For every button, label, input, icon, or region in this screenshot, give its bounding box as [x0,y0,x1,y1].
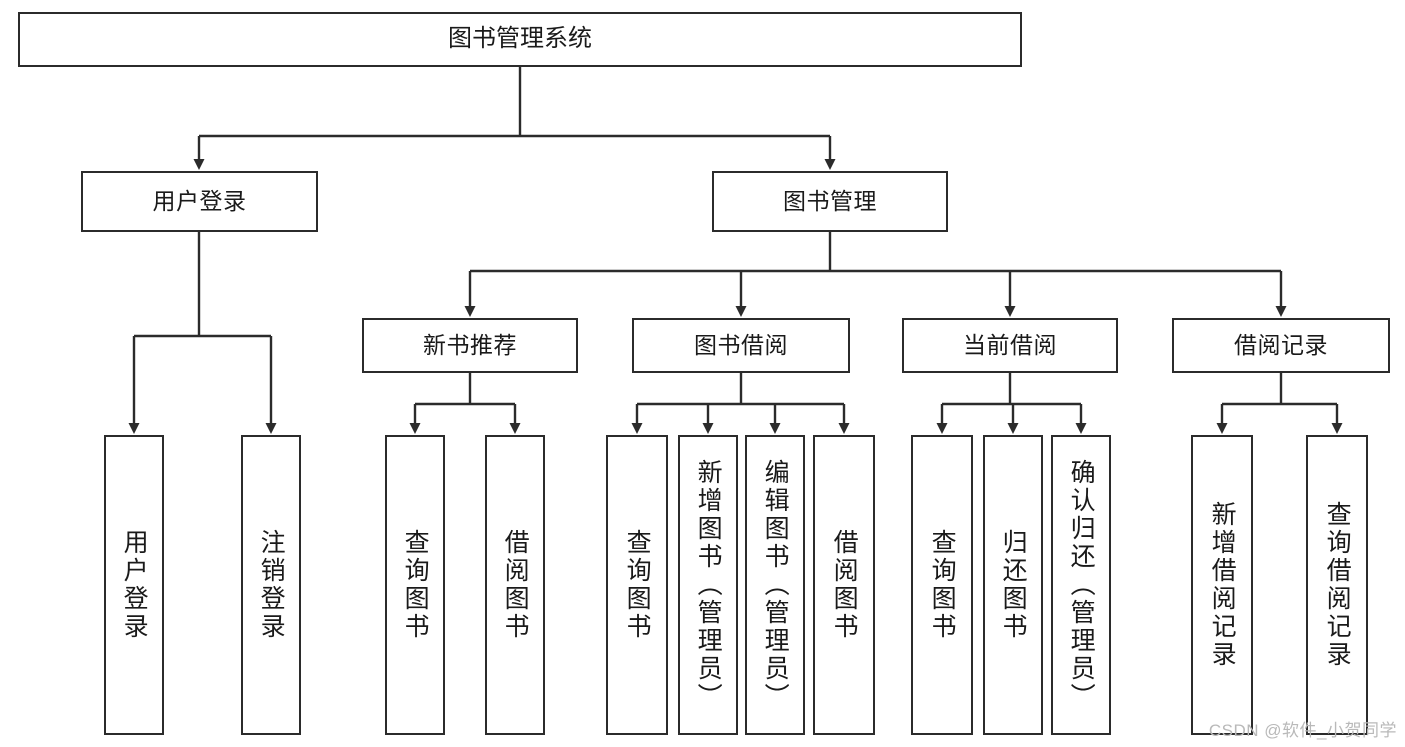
watermark: CSDN @软件_小贺同学 [1208,721,1397,740]
node-leaf-user-logout[interactable]: 注销登录 [241,435,301,735]
node-root-label: 图书管理系统 [448,25,592,53]
node-leaf-edit-book[interactable]: 编辑图书（管理员） [745,435,805,735]
node-leaf-query-record-label: 查询借阅记录 [1323,501,1352,669]
node-leaf-add-record[interactable]: 新增借阅记录 [1191,435,1253,735]
node-borrow-record-label: 借阅记录 [1234,331,1328,358]
node-leaf-add-book[interactable]: 新增图书（管理员） [678,435,738,735]
node-leaf-add-record-label: 新增借阅记录 [1208,501,1237,669]
node-leaf-user-login-label: 用户登录 [120,529,149,641]
node-leaf-query-record[interactable]: 查询借阅记录 [1306,435,1368,735]
node-leaf-borrow-book-1[interactable]: 借阅图书 [485,435,545,735]
node-new-book-recommend-label: 新书推荐 [423,331,517,358]
node-leaf-query-book-1-label: 查询图书 [401,529,430,641]
node-leaf-edit-book-label: 编辑图书（管理员） [761,459,790,711]
node-root[interactable]: 图书管理系统 [18,12,1022,67]
node-leaf-query-book-2[interactable]: 查询图书 [606,435,668,735]
node-user-login[interactable]: 用户登录 [81,171,318,232]
node-leaf-query-book-1[interactable]: 查询图书 [385,435,445,735]
node-current-borrow[interactable]: 当前借阅 [902,318,1118,373]
node-new-book-recommend[interactable]: 新书推荐 [362,318,578,373]
node-leaf-add-book-label: 新增图书（管理员） [694,459,723,711]
node-leaf-user-logout-label: 注销登录 [257,529,286,641]
node-current-borrow-label: 当前借阅 [963,331,1057,358]
node-leaf-borrow-book-2-label: 借阅图书 [830,529,859,641]
node-user-login-label: 用户登录 [152,187,247,214]
node-leaf-confirm-return-label: 确认归还（管理员） [1067,459,1096,711]
node-leaf-query-book-3-label: 查询图书 [928,529,957,641]
node-leaf-user-login[interactable]: 用户登录 [104,435,164,735]
node-leaf-query-book-3[interactable]: 查询图书 [911,435,973,735]
node-book-manage[interactable]: 图书管理 [712,171,948,232]
node-leaf-return-book[interactable]: 归还图书 [983,435,1043,735]
node-leaf-confirm-return[interactable]: 确认归还（管理员） [1051,435,1111,735]
node-book-manage-label: 图书管理 [783,187,877,214]
node-book-borrow[interactable]: 图书借阅 [632,318,850,373]
node-book-borrow-label: 图书借阅 [694,331,788,358]
node-leaf-borrow-book-1-label: 借阅图书 [501,529,530,641]
node-leaf-return-book-label: 归还图书 [999,529,1028,641]
node-borrow-record[interactable]: 借阅记录 [1172,318,1390,373]
node-leaf-query-book-2-label: 查询图书 [623,529,652,641]
node-leaf-borrow-book-2[interactable]: 借阅图书 [813,435,875,735]
